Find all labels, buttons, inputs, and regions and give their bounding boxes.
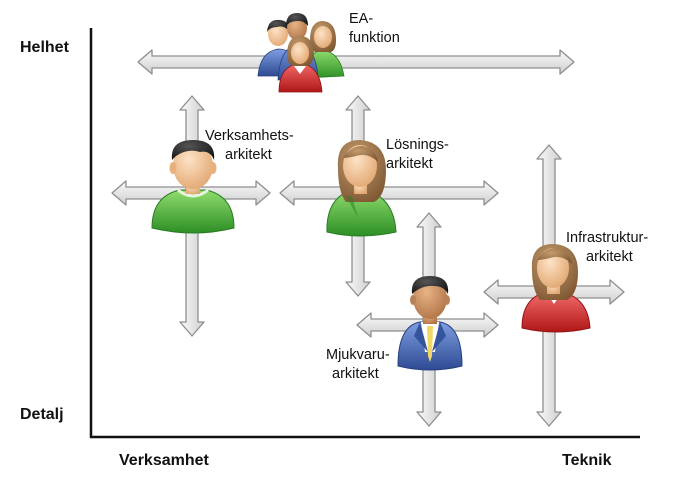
role-label-infrastructure: Infrastruktur- arkitekt xyxy=(566,229,648,267)
role-label-line: Verksamhets- xyxy=(205,128,294,144)
role-label-line: funktion xyxy=(349,30,400,46)
axes xyxy=(89,28,640,439)
person-woman-green-icon xyxy=(326,140,397,237)
role-label-line: Mjukvaru- xyxy=(326,347,390,363)
double-arrow-icon xyxy=(279,180,499,206)
role-label-line: Lösnings- xyxy=(386,137,449,153)
role-label-line: Infrastruktur- xyxy=(566,230,649,246)
role-label-software: Mjukvaru- arkitekt xyxy=(326,346,390,384)
role-label-solution: Lösnings- arkitekt xyxy=(386,136,449,174)
y-axis-bottom-label: Detalj xyxy=(20,406,64,423)
role-label-line: EA- xyxy=(349,11,374,27)
y-axis-top-label: Helhet xyxy=(20,39,69,56)
role-label-ea: EA- funktion xyxy=(349,10,400,48)
person-green-icon xyxy=(151,140,235,234)
role-label-line: arkitekt xyxy=(586,249,633,265)
role-label-business: Verksamhets- arkitekt xyxy=(205,127,294,165)
person-man-blue-suit-icon xyxy=(397,276,463,371)
x-axis-right-label: Teknik xyxy=(562,452,612,469)
role-label-line: arkitekt xyxy=(225,147,272,163)
person-woman-red-icon xyxy=(521,244,591,333)
role-label-line: arkitekt xyxy=(386,156,433,172)
x-axis-left-label: Verksamhet xyxy=(119,452,209,469)
double-arrow-icon xyxy=(137,49,575,75)
role-label-line: arkitekt xyxy=(332,366,379,382)
group-people-icon xyxy=(257,13,345,93)
